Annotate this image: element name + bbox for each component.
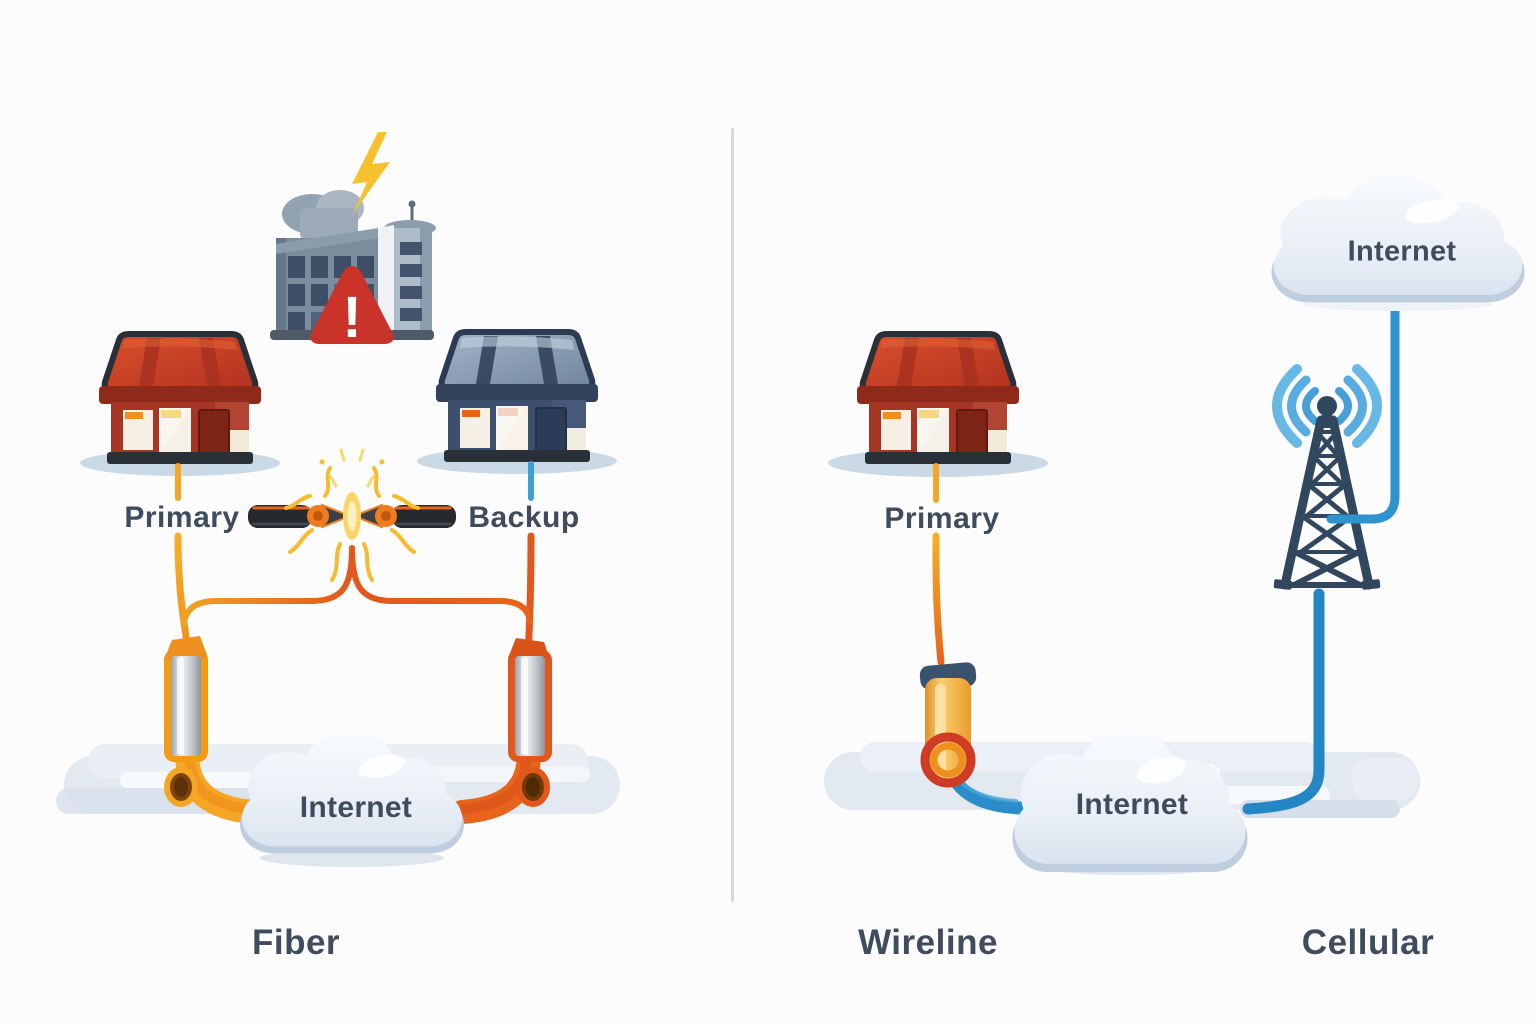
storefront-primary-icon [99,334,261,464]
lightning-icon [352,132,390,214]
wireline-primary-cable-line [932,463,945,666]
wireline-cloud-label: Internet [1075,788,1189,821]
fiber-cloud-label: Internet [299,791,413,824]
cellular-cloud-label: Internet [1347,235,1457,268]
cellular-tower-cable [1242,588,1325,815]
wireline-primary-label: Primary [884,502,1000,535]
wireline-title: Wireline [858,923,998,962]
cellular-title: Cellular [1301,923,1435,962]
storefront-wireline-primary-icon [857,334,1019,464]
conduit-left-icon [164,636,266,824]
warning-icon: ! [310,266,394,350]
cut-cable-icon [248,503,456,529]
fiber-primary-label: Primary [124,501,240,534]
backup-cable-line [524,461,535,658]
storefront-backup-icon [436,332,598,462]
wireline-conduit-icon [919,662,977,788]
warning-exclamation: ! [342,285,361,350]
cell-tower-icon [1273,396,1381,590]
spark-icon [284,448,420,582]
fiber-title: Fiber [251,923,341,962]
fiber-cloud-shadow [260,849,444,867]
signal-waves-icon [1272,364,1382,448]
section-divider [731,128,734,902]
conduit-right-icon [450,638,552,824]
cellular-internet-cable [1326,295,1400,524]
fiber-backup-label: Backup [468,501,580,534]
failover-split-line [181,545,533,627]
